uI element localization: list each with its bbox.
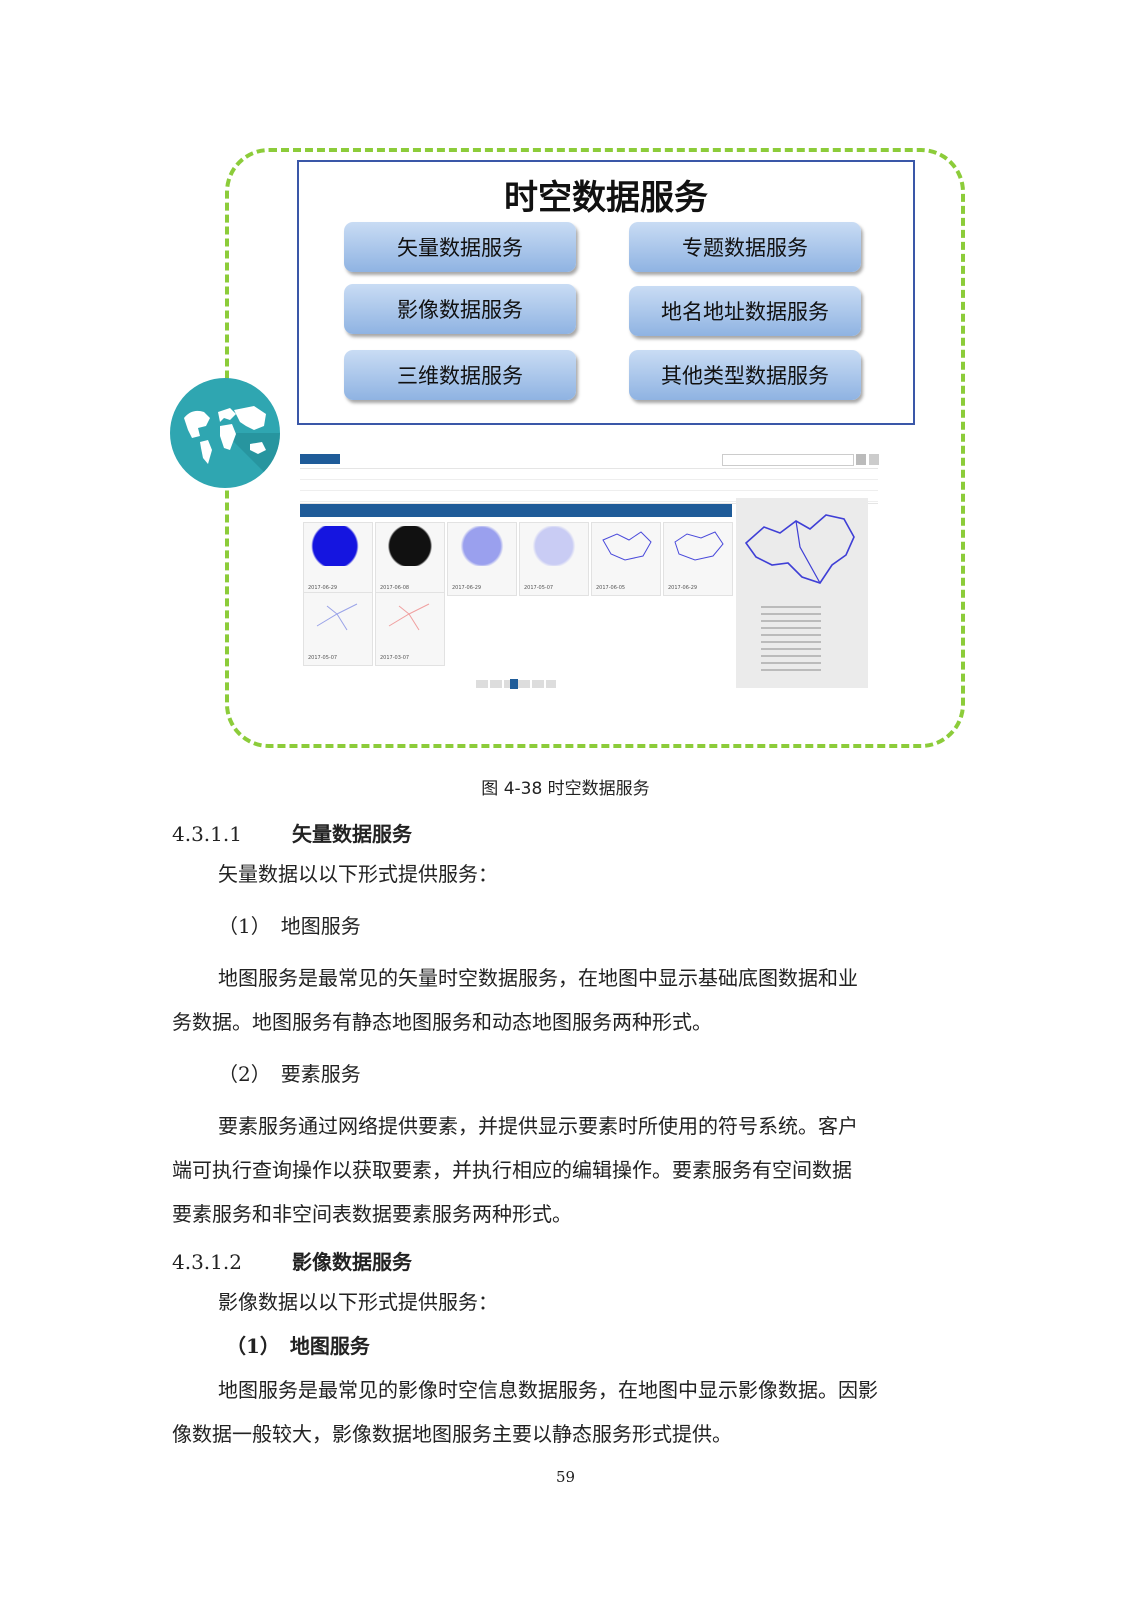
- section-number: 4.3.1.1: [172, 822, 242, 846]
- paragraph-line: 地图服务是最常见的影像时空信息数据服务，在地图中显示影像数据。因影: [218, 1378, 878, 1402]
- map-thumbnail[interactable]: 2017-06-29: [447, 522, 517, 596]
- mini-metadata-lines: [761, 606, 821, 676]
- thumbnail-date: 2017-06-29: [668, 585, 698, 591]
- mini-search-icon: [856, 454, 866, 465]
- section-title: 矢量数据服务: [292, 822, 412, 846]
- place-name-address-service-button[interactable]: 地名地址数据服务: [629, 286, 861, 336]
- service-panel: 时空数据服务 矢量数据服务 专题数据服务 影像数据服务 地名地址数据服务 三维数…: [297, 160, 915, 425]
- globe-icon: [170, 378, 280, 488]
- 3d-data-service-button[interactable]: 三维数据服务: [344, 350, 576, 400]
- thumbnail-date: 2017-06-29: [308, 585, 338, 591]
- vector-data-service-button[interactable]: 矢量数据服务: [344, 222, 576, 272]
- thumbnail-date: 2017-06-29: [452, 585, 482, 591]
- list-item: （1） 地图服务: [218, 914, 361, 938]
- other-data-service-button[interactable]: 其他类型数据服务: [629, 350, 861, 400]
- mini-clear-icon: [869, 454, 879, 465]
- map-thumbnail[interactable]: 2017-06-29: [303, 522, 373, 596]
- thumbnail-image: [307, 526, 369, 566]
- paragraph-line: 要素服务和非空间表数据要素服务两种形式。: [172, 1202, 572, 1226]
- map-thumbnail[interactable]: 2017-06-05: [591, 522, 661, 596]
- map-thumbnail[interactable]: 2017-06-29: [663, 522, 733, 596]
- thumbnail-image: [667, 526, 729, 566]
- thumbnail-image: [379, 526, 441, 566]
- section-number: 4.3.1.2: [172, 1250, 242, 1274]
- thumbnail-image: [307, 596, 369, 636]
- mini-preview-panel: [736, 498, 868, 688]
- figure-caption: 图 4-38 时空数据服务: [481, 779, 650, 799]
- section-title: 影像数据服务: [292, 1250, 412, 1274]
- map-thumbnail[interactable]: 2017-06-08: [375, 522, 445, 596]
- paragraph-line: 端可执行查询操作以获取要素，并执行相应的编辑操作。要素服务有空间数据: [172, 1158, 852, 1182]
- paragraph-line: 像数据一般较大，影像数据地图服务主要以静态服务形式提供。: [172, 1422, 732, 1446]
- list-item: （2） 要素服务: [218, 1062, 361, 1086]
- paragraph-line: 务数据。地图服务有静态地图服务和动态地图服务两种形式。: [172, 1010, 712, 1034]
- list-item: （1） 地图服务: [226, 1334, 370, 1358]
- paragraph-line: 地图服务是最常见的矢量时空数据服务，在地图中显示基础底图数据和业: [218, 966, 858, 990]
- map-thumbnail[interactable]: 2017-03-07: [375, 592, 445, 666]
- thumbnail-image: [523, 526, 585, 566]
- map-thumbnail[interactable]: 2017-05-07: [303, 592, 373, 666]
- thumbnail-date: 2017-03-07: [380, 655, 410, 661]
- paragraph: 影像数据以以下形式提供服务：: [218, 1290, 498, 1314]
- mini-search-input: [722, 454, 854, 466]
- page-number: 59: [555, 1468, 576, 1486]
- service-panel-title: 时空数据服务: [504, 178, 708, 218]
- mini-menu-tab: [300, 454, 340, 464]
- thumbnail-date: 2017-05-07: [524, 585, 554, 591]
- thumbnail-date: 2017-06-05: [596, 585, 626, 591]
- thematic-data-service-button[interactable]: 专题数据服务: [629, 222, 861, 272]
- thumbnail-date: 2017-05-07: [308, 655, 338, 661]
- imagery-data-service-button[interactable]: 影像数据服务: [344, 284, 576, 334]
- mini-page-current: [510, 679, 518, 689]
- thumbnail-date: 2017-06-08: [380, 585, 410, 591]
- thumbnail-image: [379, 596, 441, 636]
- map-thumbnail[interactable]: 2017-05-07: [519, 522, 589, 596]
- section-heading: 4.3.1.2 影像数据服务: [172, 1246, 412, 1275]
- paragraph-line: 要素服务通过网络提供要素，并提供显示要素时所使用的符号系统。客户: [218, 1114, 858, 1138]
- paragraph: 矢量数据以以下形式提供服务：: [218, 862, 498, 886]
- section-heading: 4.3.1.1 矢量数据服务: [172, 818, 412, 847]
- thumbnail-image: [451, 526, 513, 566]
- mini-toolbar: [300, 504, 732, 517]
- thumbnail-image: [595, 526, 657, 566]
- embedded-app-screenshot: 2017-06-29 2017-06-08 2017-06-29 2017-05…: [298, 452, 896, 712]
